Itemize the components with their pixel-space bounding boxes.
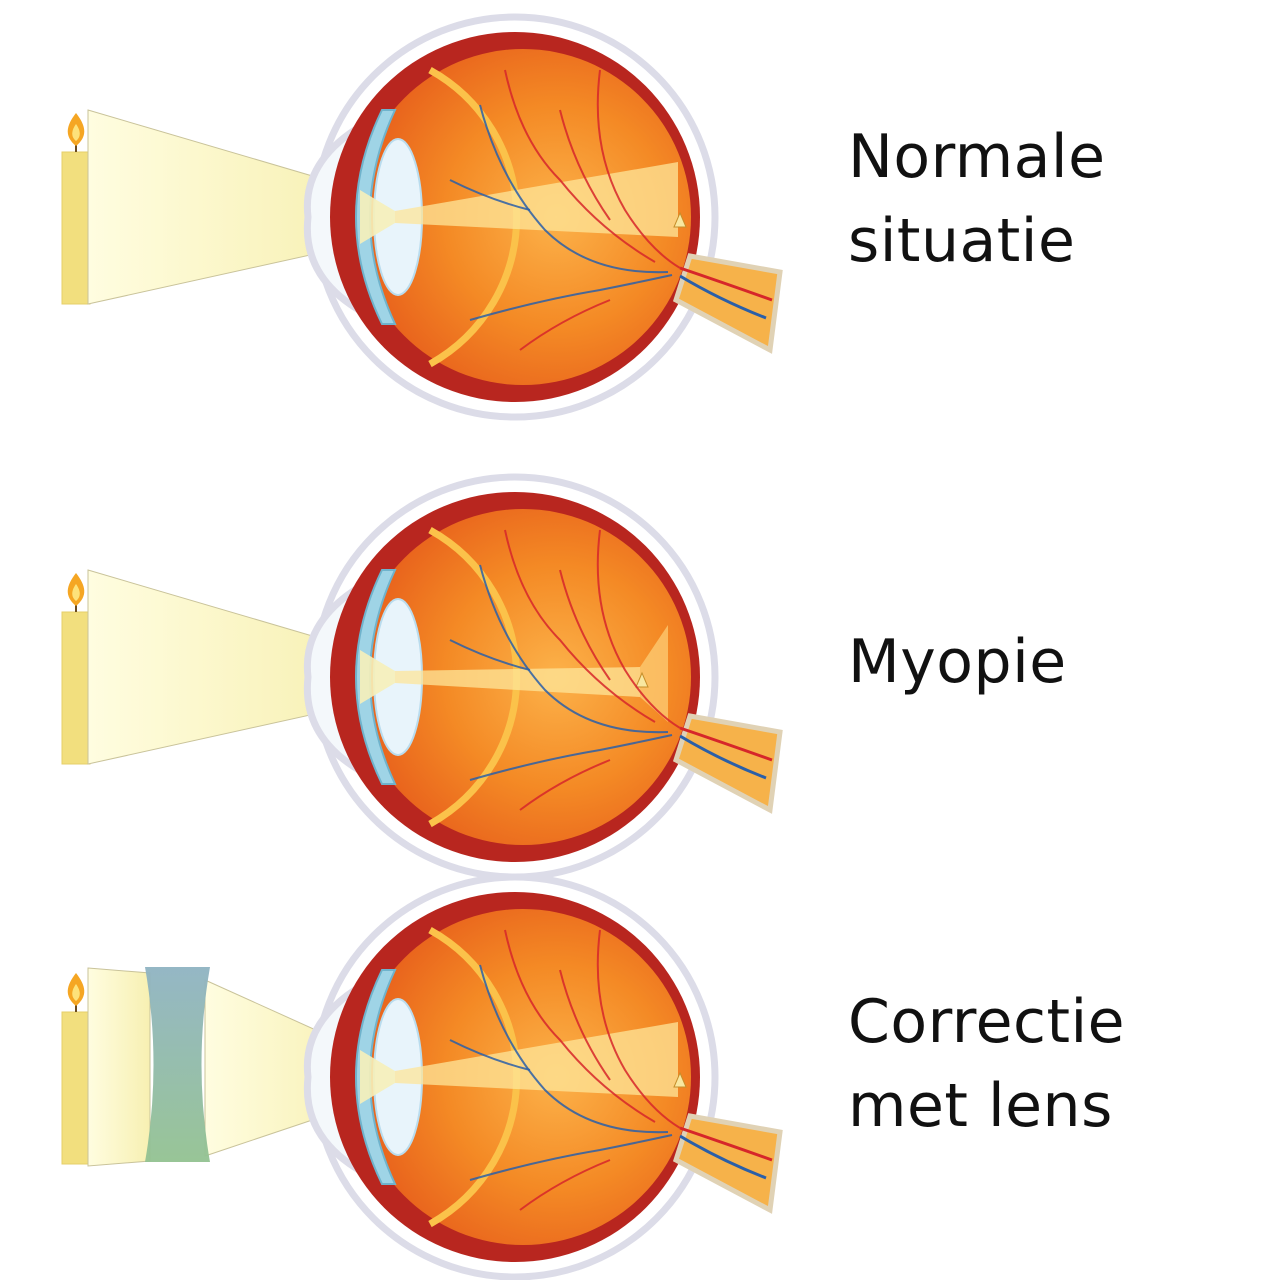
blood-vessel bbox=[479, 964, 669, 1134]
light-beam-internal bbox=[395, 162, 678, 237]
blood-vessel bbox=[559, 969, 611, 1081]
iris bbox=[355, 109, 397, 325]
blood-vessel bbox=[504, 929, 656, 1123]
blood-vessel bbox=[479, 564, 669, 734]
light-beam-diverging bbox=[640, 625, 668, 722]
light-beam-internal bbox=[395, 1022, 678, 1097]
retinal-image-icon bbox=[673, 211, 687, 228]
blood-vessel bbox=[519, 299, 611, 351]
iris bbox=[355, 569, 397, 785]
light-beam-refracted bbox=[360, 190, 395, 244]
optic-vein bbox=[679, 1134, 767, 1180]
eye-panel-normal bbox=[61, 13, 783, 421]
blood-vessel bbox=[596, 529, 681, 729]
iris bbox=[355, 969, 397, 1185]
blood-vessel bbox=[596, 929, 681, 1129]
optic-artery bbox=[679, 266, 773, 302]
candle-icon bbox=[61, 611, 91, 765]
label-normal-situation: Normale situatie bbox=[848, 115, 1106, 283]
blood-vessel bbox=[504, 69, 656, 263]
concave-lens bbox=[145, 967, 210, 1162]
eye-panel-correction bbox=[61, 873, 783, 1280]
blood-vessel bbox=[449, 1039, 531, 1071]
light-beam-internal bbox=[395, 667, 640, 697]
optic-artery bbox=[679, 1126, 773, 1162]
flame-inner-icon bbox=[72, 124, 80, 141]
label-line: Correctie bbox=[848, 987, 1126, 1057]
optic-artery bbox=[679, 726, 773, 762]
blood-vessel bbox=[559, 569, 611, 681]
blood-vessel bbox=[469, 1134, 673, 1181]
blood-vessel bbox=[449, 639, 531, 671]
retinal-image-icon bbox=[635, 671, 649, 688]
light-beam-refracted bbox=[360, 1050, 395, 1104]
label-line: Myopie bbox=[848, 627, 1067, 697]
eye-panel-myopia bbox=[61, 473, 783, 881]
blood-vessel bbox=[596, 69, 681, 269]
label-line: situatie bbox=[848, 206, 1076, 276]
blood-vessel bbox=[479, 104, 669, 274]
label-line: Normale bbox=[848, 122, 1106, 192]
candle-icon bbox=[61, 1011, 91, 1165]
optic-vein bbox=[679, 734, 767, 780]
blood-vessel bbox=[519, 1159, 611, 1211]
label-correction-with-lens: Correctie met lens bbox=[848, 980, 1125, 1148]
flame-inner-icon bbox=[72, 584, 80, 601]
label-line: met lens bbox=[848, 1071, 1113, 1141]
optic-vein bbox=[679, 274, 767, 320]
blood-vessel bbox=[519, 759, 611, 811]
light-beam-incoming bbox=[87, 967, 151, 1167]
blood-vessel bbox=[559, 109, 611, 221]
blood-vessel bbox=[469, 734, 673, 781]
blood-vessel bbox=[504, 529, 656, 723]
blood-vessel bbox=[449, 179, 531, 211]
blood-vessel bbox=[469, 274, 673, 321]
light-beam-refracted bbox=[360, 650, 395, 704]
candle-icon bbox=[61, 151, 91, 305]
retinal-image-icon bbox=[673, 1071, 687, 1088]
label-myopia: Myopie bbox=[848, 620, 1067, 704]
flame-inner-icon bbox=[72, 984, 80, 1001]
